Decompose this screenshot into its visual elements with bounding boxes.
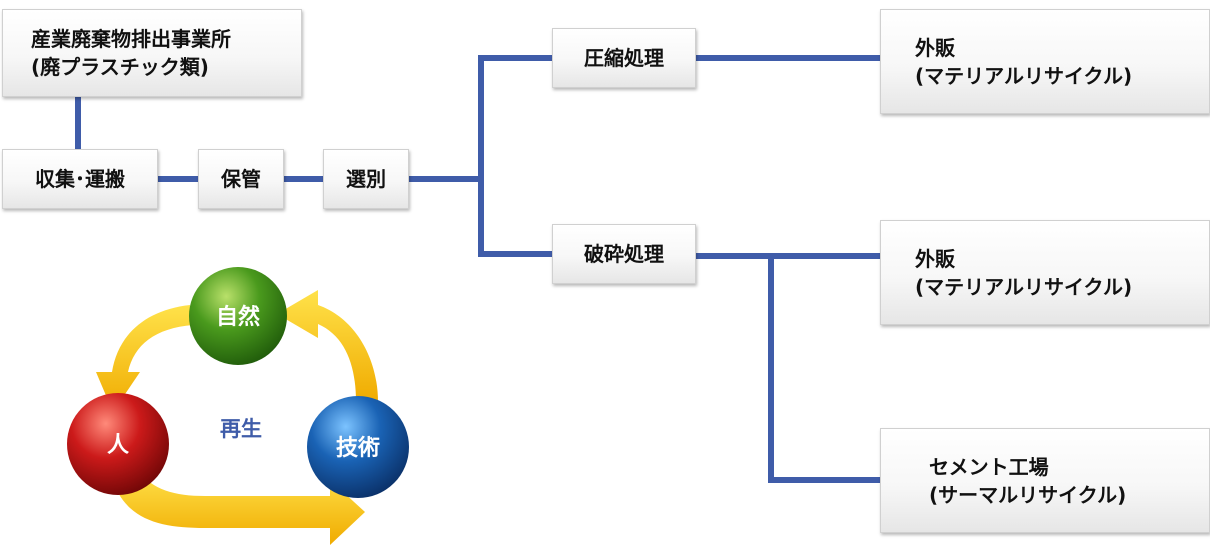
center-label: 再生 — [220, 417, 262, 441]
box-compression: 圧縮処理 — [552, 28, 696, 88]
box-external-sale-2: 外販 (マテリアルリサイクル) — [880, 220, 1210, 325]
box-external-sale-2-label: 外販 (マテリアルリサイクル) — [915, 246, 1133, 299]
box-external-sale-1: 外販 (マテリアルリサイクル) — [880, 9, 1210, 114]
box-sorting: 選別 — [323, 149, 409, 209]
box-waste-source-label: 産業廃棄物排出事業所 (廃プラスチック類) — [31, 27, 231, 79]
arrow-human-to-technology — [112, 470, 365, 545]
technology-label: 技術 — [336, 435, 380, 461]
box-cement-plant: セメント工場 (サーマルリサイクル) — [880, 428, 1210, 533]
connector-crush-cement — [768, 256, 880, 483]
box-crushing-label: 破砕処理 — [584, 242, 664, 266]
nature-label: 自然 — [216, 304, 260, 330]
box-external-sale-1-label: 外販 (マテリアルリサイクル) — [915, 35, 1133, 88]
box-cement-plant-label: セメント工場 (サーマルリサイクル) — [929, 454, 1127, 507]
box-collection-transport-label: 収集･運搬 — [35, 167, 125, 191]
box-sorting-label: 選別 — [346, 167, 386, 191]
box-waste-source: 産業廃棄物排出事業所 (廃プラスチック類) — [2, 9, 302, 97]
box-storage: 保管 — [198, 149, 284, 209]
box-collection-transport: 収集･運搬 — [2, 149, 158, 209]
technology-ball — [307, 396, 409, 498]
arrow-nature-to-human — [96, 305, 193, 412]
human-ball — [67, 393, 169, 495]
arrow-technology-to-nature — [277, 290, 378, 402]
nature-ball — [189, 267, 287, 365]
human-label: 人 — [107, 433, 129, 458]
box-compression-label: 圧縮処理 — [584, 46, 664, 70]
box-storage-label: 保管 — [221, 167, 261, 191]
box-crushing: 破砕処理 — [552, 224, 696, 284]
